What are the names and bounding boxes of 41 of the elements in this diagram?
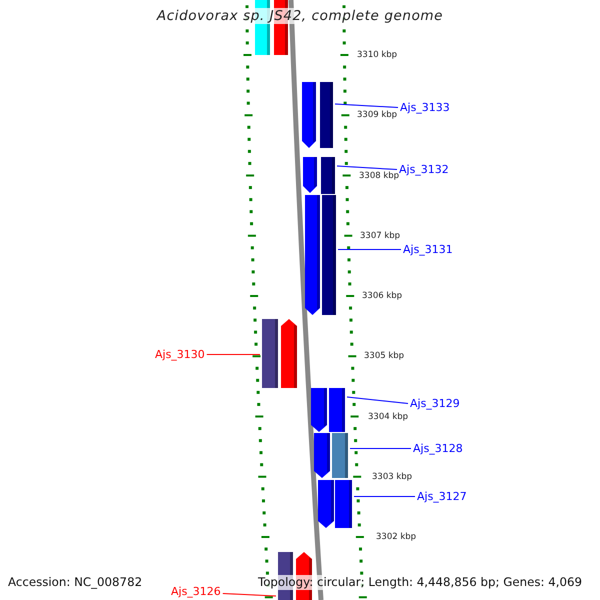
gene-label: Ajs_3131 [403,243,453,256]
gene-bar [305,195,320,315]
gene-bar [281,319,297,388]
scale-label: 3307 kbp [360,231,400,241]
gene-bar [332,433,348,478]
gene-bar [303,157,317,193]
leader-line [350,448,412,449]
gene-bar [320,82,333,148]
scale-label: 3303 kbp [372,472,412,482]
scale-label: 3305 kbp [364,351,404,361]
gene-bar [321,157,335,194]
leader-line [354,496,416,497]
scale-label: 3302 kbp [376,532,416,542]
gene-label: Ajs_3133 [400,101,450,114]
footer-text: Accession: NC_008782 [8,575,142,590]
scale-label: 3309 kbp [357,110,398,120]
gene-label: Ajs_3127 [417,490,467,503]
leader-line [222,593,276,596]
gene-bar [335,480,352,528]
leader-line [346,396,408,404]
scale-label: 3304 kbp [368,412,408,422]
gene-label: Ajs_3130 [155,348,205,361]
gene-label: Ajs_3129 [410,397,460,410]
gene-bar [318,480,334,528]
gene-bar [329,388,345,432]
gene-label: Ajs_3128 [413,442,463,455]
leader-line [334,104,398,108]
leader-line [206,354,260,355]
gene-bar [302,82,316,148]
gene-label: Ajs_3132 [399,163,449,176]
leader-line [338,249,402,250]
gene-bar [311,388,327,432]
gene-bar [262,319,278,388]
footer-text: Topology: circular; Length: 4,448,856 bp; Genes: 4,069 [258,575,582,590]
scale-label: 3308 kbp [359,171,400,181]
leader-line [336,166,398,170]
gene-bar [314,433,330,478]
scale-label: 3310 kbp [357,50,398,60]
scale-label: 3306 kbp [362,291,402,301]
gene-label: Ajs_3126 [171,585,221,598]
gene-bar [322,195,336,315]
